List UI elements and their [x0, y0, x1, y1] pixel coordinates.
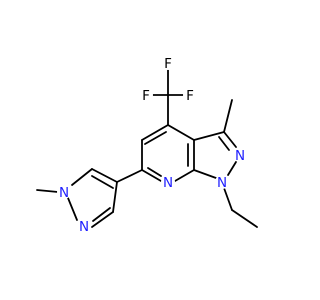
bond-c3a-c4 — [167, 124, 195, 141]
bond-c3-methyl — [223, 99, 233, 133]
bond-c3-n2-double — [218, 136, 230, 151]
atom-n1: N — [217, 175, 227, 191]
bond-c4-c5-double — [144, 131, 167, 145]
bond-pz3-pz4 — [112, 181, 118, 213]
bond-c6-n7 — [141, 169, 162, 182]
bond-n2-n1 — [227, 161, 237, 176]
atom-n7: N — [163, 175, 173, 191]
bond-pzn2-pz3-double — [92, 207, 111, 222]
bond-c3a-c3 — [193, 131, 225, 141]
bond-n1-c7a — [193, 169, 217, 179]
bond-pz4-pz5-double — [91, 175, 114, 189]
bond-c6-pz4 — [116, 169, 143, 183]
atom-f-right: F — [186, 88, 194, 104]
bond-pzn1-methyl — [36, 189, 59, 193]
molecule-structure: F F F N N N N N — [36, 56, 258, 235]
bond-pz5-pzn1 — [71, 168, 93, 186]
bond-c3-n2 — [223, 131, 237, 148]
atom-pyrazole-n1: N — [59, 185, 69, 201]
atom-pyrazole-n2: N — [79, 219, 89, 235]
bond-c6-n7-double — [147, 167, 162, 177]
bond-c4-c5 — [141, 124, 169, 141]
bond-pzn1-pzn2 — [67, 197, 78, 221]
bonds — [36, 67, 258, 228]
atom-labels: F F F N N N N N — [57, 56, 247, 235]
bond-pz4-pz5 — [91, 168, 118, 183]
bond-pzn2-pz3 — [91, 211, 114, 228]
bond-ch2-ch3 — [231, 209, 258, 228]
atom-f-top: F — [164, 56, 172, 72]
bond-n1-ch2 — [223, 187, 233, 211]
bond-n7-c7a — [174, 169, 195, 182]
atom-n2: N — [235, 148, 245, 164]
atom-f-left: F — [142, 88, 150, 104]
